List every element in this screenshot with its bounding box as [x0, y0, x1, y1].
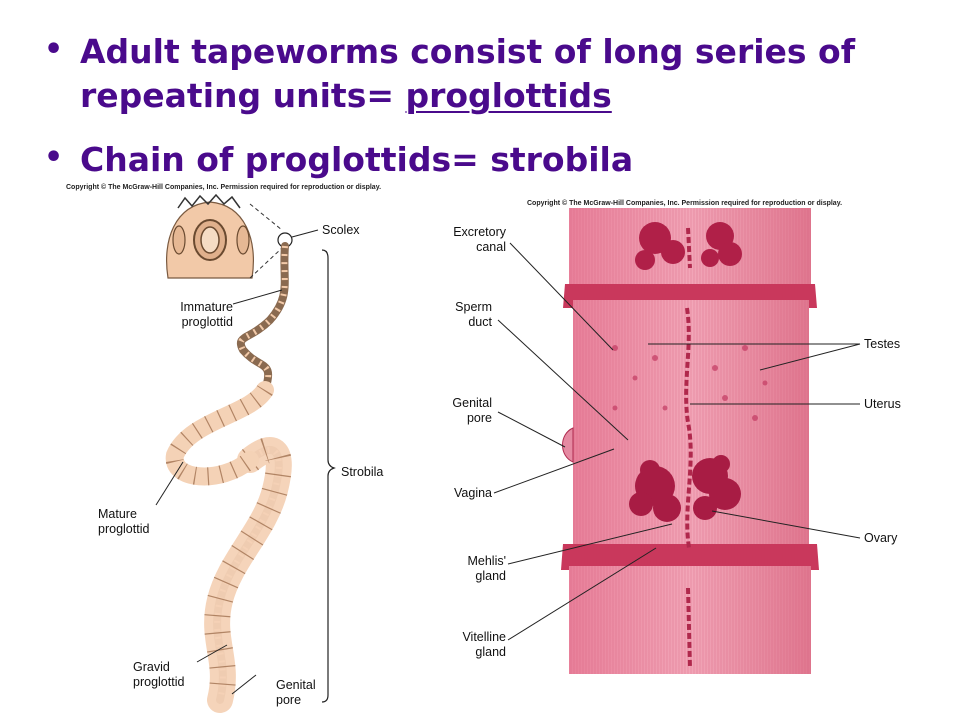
label-mehlis-gland: Mehlis'gland — [467, 554, 506, 583]
copyright-right: Copyright © The McGraw-Hill Companies, I… — [527, 200, 843, 207]
strobila-bracket — [321, 249, 336, 703]
label-scolex: Scolex — [322, 223, 360, 237]
bullet-1-line-2-prefix: repeating units= — [80, 76, 406, 115]
label-vagina: Vagina — [454, 486, 492, 500]
copyright-left: Copyright © The McGraw-Hill Companies, I… — [66, 184, 382, 191]
bullet-1-line-2: repeating units= proglottids — [80, 76, 612, 116]
label-strobila: Strobila — [341, 465, 384, 479]
bullet-1-line-1: Adult tapeworms consist of long series o… — [80, 32, 856, 71]
bullet-dot: • — [44, 140, 64, 175]
label-testes: Testes — [864, 337, 901, 351]
left-leader-lines — [155, 229, 319, 695]
bullet-2-line-1: Chain of proglottids= strobila — [80, 140, 634, 179]
scolex-inset — [166, 193, 283, 279]
label-uterus: Uterus — [864, 397, 901, 411]
tapeworm-diagram — [155, 193, 336, 713]
strobila-body — [165, 242, 292, 713]
proglottids-term: proglottids — [405, 76, 612, 115]
bullet-dot: • — [44, 32, 64, 67]
label-ovary: Ovary — [864, 531, 898, 545]
